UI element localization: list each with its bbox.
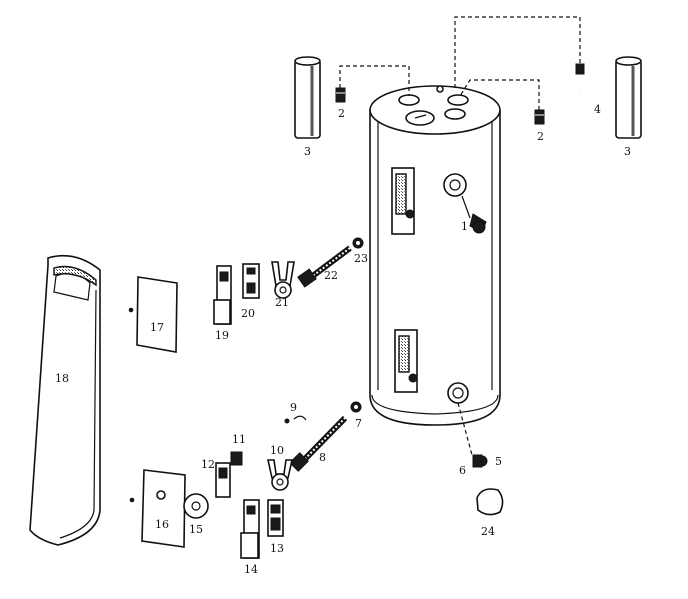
sleeve-left [294,56,321,139]
dip-tube [562,63,659,283]
nipple-right [534,109,545,125]
label-1: 1 [461,220,468,233]
drain-cap [476,488,504,516]
label-11: 11 [232,433,246,446]
lower-access-cover [129,469,186,548]
label-19: 19 [215,329,229,342]
label-7: 7 [355,417,362,430]
label-18: 18 [55,372,69,385]
label-10: 10 [270,444,284,457]
upper-thermostat [242,263,260,299]
label-5: 5 [495,455,502,468]
upper-element [297,245,352,288]
label-13: 13 [270,542,284,555]
top-port-left [398,94,420,106]
top-port-right [447,94,469,106]
label-21: 21 [275,296,289,309]
connector-right [459,79,540,110]
label-23: 23 [354,252,368,265]
connector-dip-tube [454,16,581,88]
lower-thermostat-cover [240,499,260,559]
drain-port [447,382,469,404]
connector-drain [457,402,473,456]
nipple-left [335,87,346,103]
tank [369,85,501,426]
label-20: 20 [241,307,255,320]
upper-limit-switch [213,265,232,325]
sleeve-right [615,56,642,139]
upper-access-cover [128,276,178,353]
connector-left [339,65,410,96]
insulation-plug [183,493,209,519]
lower-thermostat-bracket [267,459,293,491]
drain-valve [472,454,488,468]
lower-element [289,415,348,472]
part-labels: 1 2 2 3 3 4 5 6 7 8 9 10 11 12 13 14 15 … [55,103,631,576]
anode-port [405,110,435,126]
terminal-block [230,451,243,466]
label-12: 12 [201,458,215,471]
upper-thermostat-bracket [271,261,295,299]
label-17: 17 [150,321,164,334]
relief-valve [461,195,487,234]
label-9: 9 [290,401,297,414]
screw [284,415,307,424]
label-2-right: 2 [537,130,544,143]
label-16: 16 [155,518,169,531]
label-6: 6 [459,464,466,477]
label-3-left: 3 [304,145,311,158]
label-4: 4 [594,103,601,116]
jacket-side-panel [29,254,101,546]
label-22: 22 [324,269,338,282]
label-2-left: 2 [338,107,345,120]
relief-valve-port [443,173,467,197]
label-8: 8 [319,451,326,464]
lower-limit-switch [215,462,231,498]
label-15: 15 [189,523,203,536]
label-14: 14 [244,563,258,576]
label-3-right: 3 [624,145,631,158]
label-24: 24 [481,525,495,538]
lower-thermostat [267,499,284,537]
